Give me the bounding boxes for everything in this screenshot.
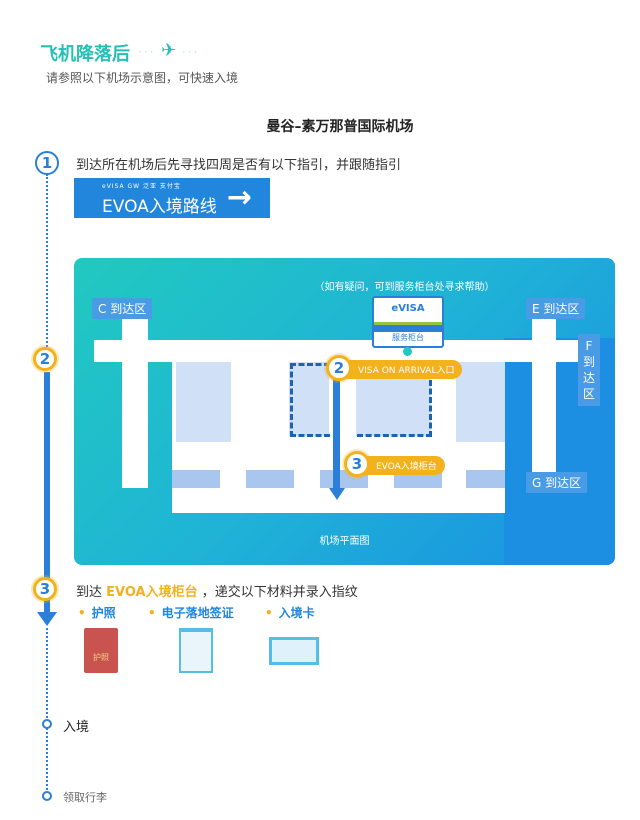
step-3-text: 到达 EVOA入境柜台 ，递交以下材料并录入指纹 xyxy=(76,585,358,600)
corridor xyxy=(94,340,580,362)
timeline-line xyxy=(46,628,48,798)
airplane-icon: ··· ✈ ··· xyxy=(138,40,200,61)
airport-map: C 到达区 E 到达区 F到达区 G 到达区 （如有疑问，可到服务柜台处寻求帮助… xyxy=(74,258,615,565)
service-counter-sign: eVISA 服务柜台 xyxy=(372,296,444,348)
visa-area-outline xyxy=(357,363,432,437)
step-entry: 入境 xyxy=(63,720,90,735)
passport-icon: 护照 xyxy=(84,628,118,673)
arrow-down-icon xyxy=(37,612,57,626)
step-2-badge: 2 xyxy=(33,347,57,371)
step-3-map-badge: 3 xyxy=(344,451,370,477)
step-1-badge: 1 xyxy=(35,151,59,175)
corridor xyxy=(532,318,556,478)
arrow-right-icon: → xyxy=(226,180,252,215)
arrival-card-icon xyxy=(269,637,319,665)
evisa-document-icon xyxy=(179,628,213,673)
timeline-dot xyxy=(42,719,52,729)
route-arrow xyxy=(333,368,340,490)
airport-name: 曼谷–素万那普国际机场 xyxy=(266,119,414,135)
step-1-text: 到达所在机场后先寻找四周是否有以下指引，并跟随指引 xyxy=(76,158,402,173)
arrow-down-icon xyxy=(329,488,345,500)
service-counter-label: 服务柜台 xyxy=(392,333,424,342)
zone-f-label: F到达区 xyxy=(578,334,600,406)
zone-c-label: C 到达区 xyxy=(92,298,153,319)
zone-e-label: E 到达区 xyxy=(526,298,586,319)
map-caption: 机场平面图 xyxy=(319,536,370,547)
partner-logos: eVISA GW 泛亚 支付宝 xyxy=(102,183,181,190)
evoa-counter-label: EVOA入境柜台 xyxy=(376,462,437,472)
visa-area-outline xyxy=(290,363,330,437)
timeline-dot xyxy=(42,791,52,801)
corridor xyxy=(122,318,148,488)
subtitle: 请参照以下机场示意图，可快速入境 xyxy=(46,71,239,85)
help-note: （如有疑问，可到服务柜台处寻求帮助） xyxy=(314,282,495,293)
visa-on-arrival-entrance: 2 VISA ON ARRIVAL入口 xyxy=(326,355,463,381)
step-3-badge: 3 xyxy=(33,577,57,601)
visa-on-arrival-label: VISA ON ARRIVAL入口 xyxy=(358,366,455,376)
material-evisa: 电子落地签证 xyxy=(148,604,234,621)
location-dot xyxy=(403,347,412,356)
timeline-arrow-shaft xyxy=(44,372,50,612)
evoa-counter-marker: 3 EVOA入境柜台 xyxy=(344,451,445,477)
material-passport: 护照 xyxy=(78,604,116,621)
page-title: 飞机降落后 xyxy=(40,44,130,65)
timeline-line xyxy=(46,174,48,354)
material-arrival-card: 入境卡 xyxy=(265,604,315,621)
sign-label: EVOA入境路线 xyxy=(102,197,217,217)
evoa-route-sign: eVISA GW 泛亚 支付宝 EVOA入境路线 → xyxy=(74,178,270,218)
zone-g-label: G 到达区 xyxy=(526,472,588,493)
step-baggage: 领取行李 xyxy=(63,791,107,804)
step-2-map-badge: 2 xyxy=(326,355,352,381)
evisa-logo: eVISA xyxy=(391,303,425,314)
